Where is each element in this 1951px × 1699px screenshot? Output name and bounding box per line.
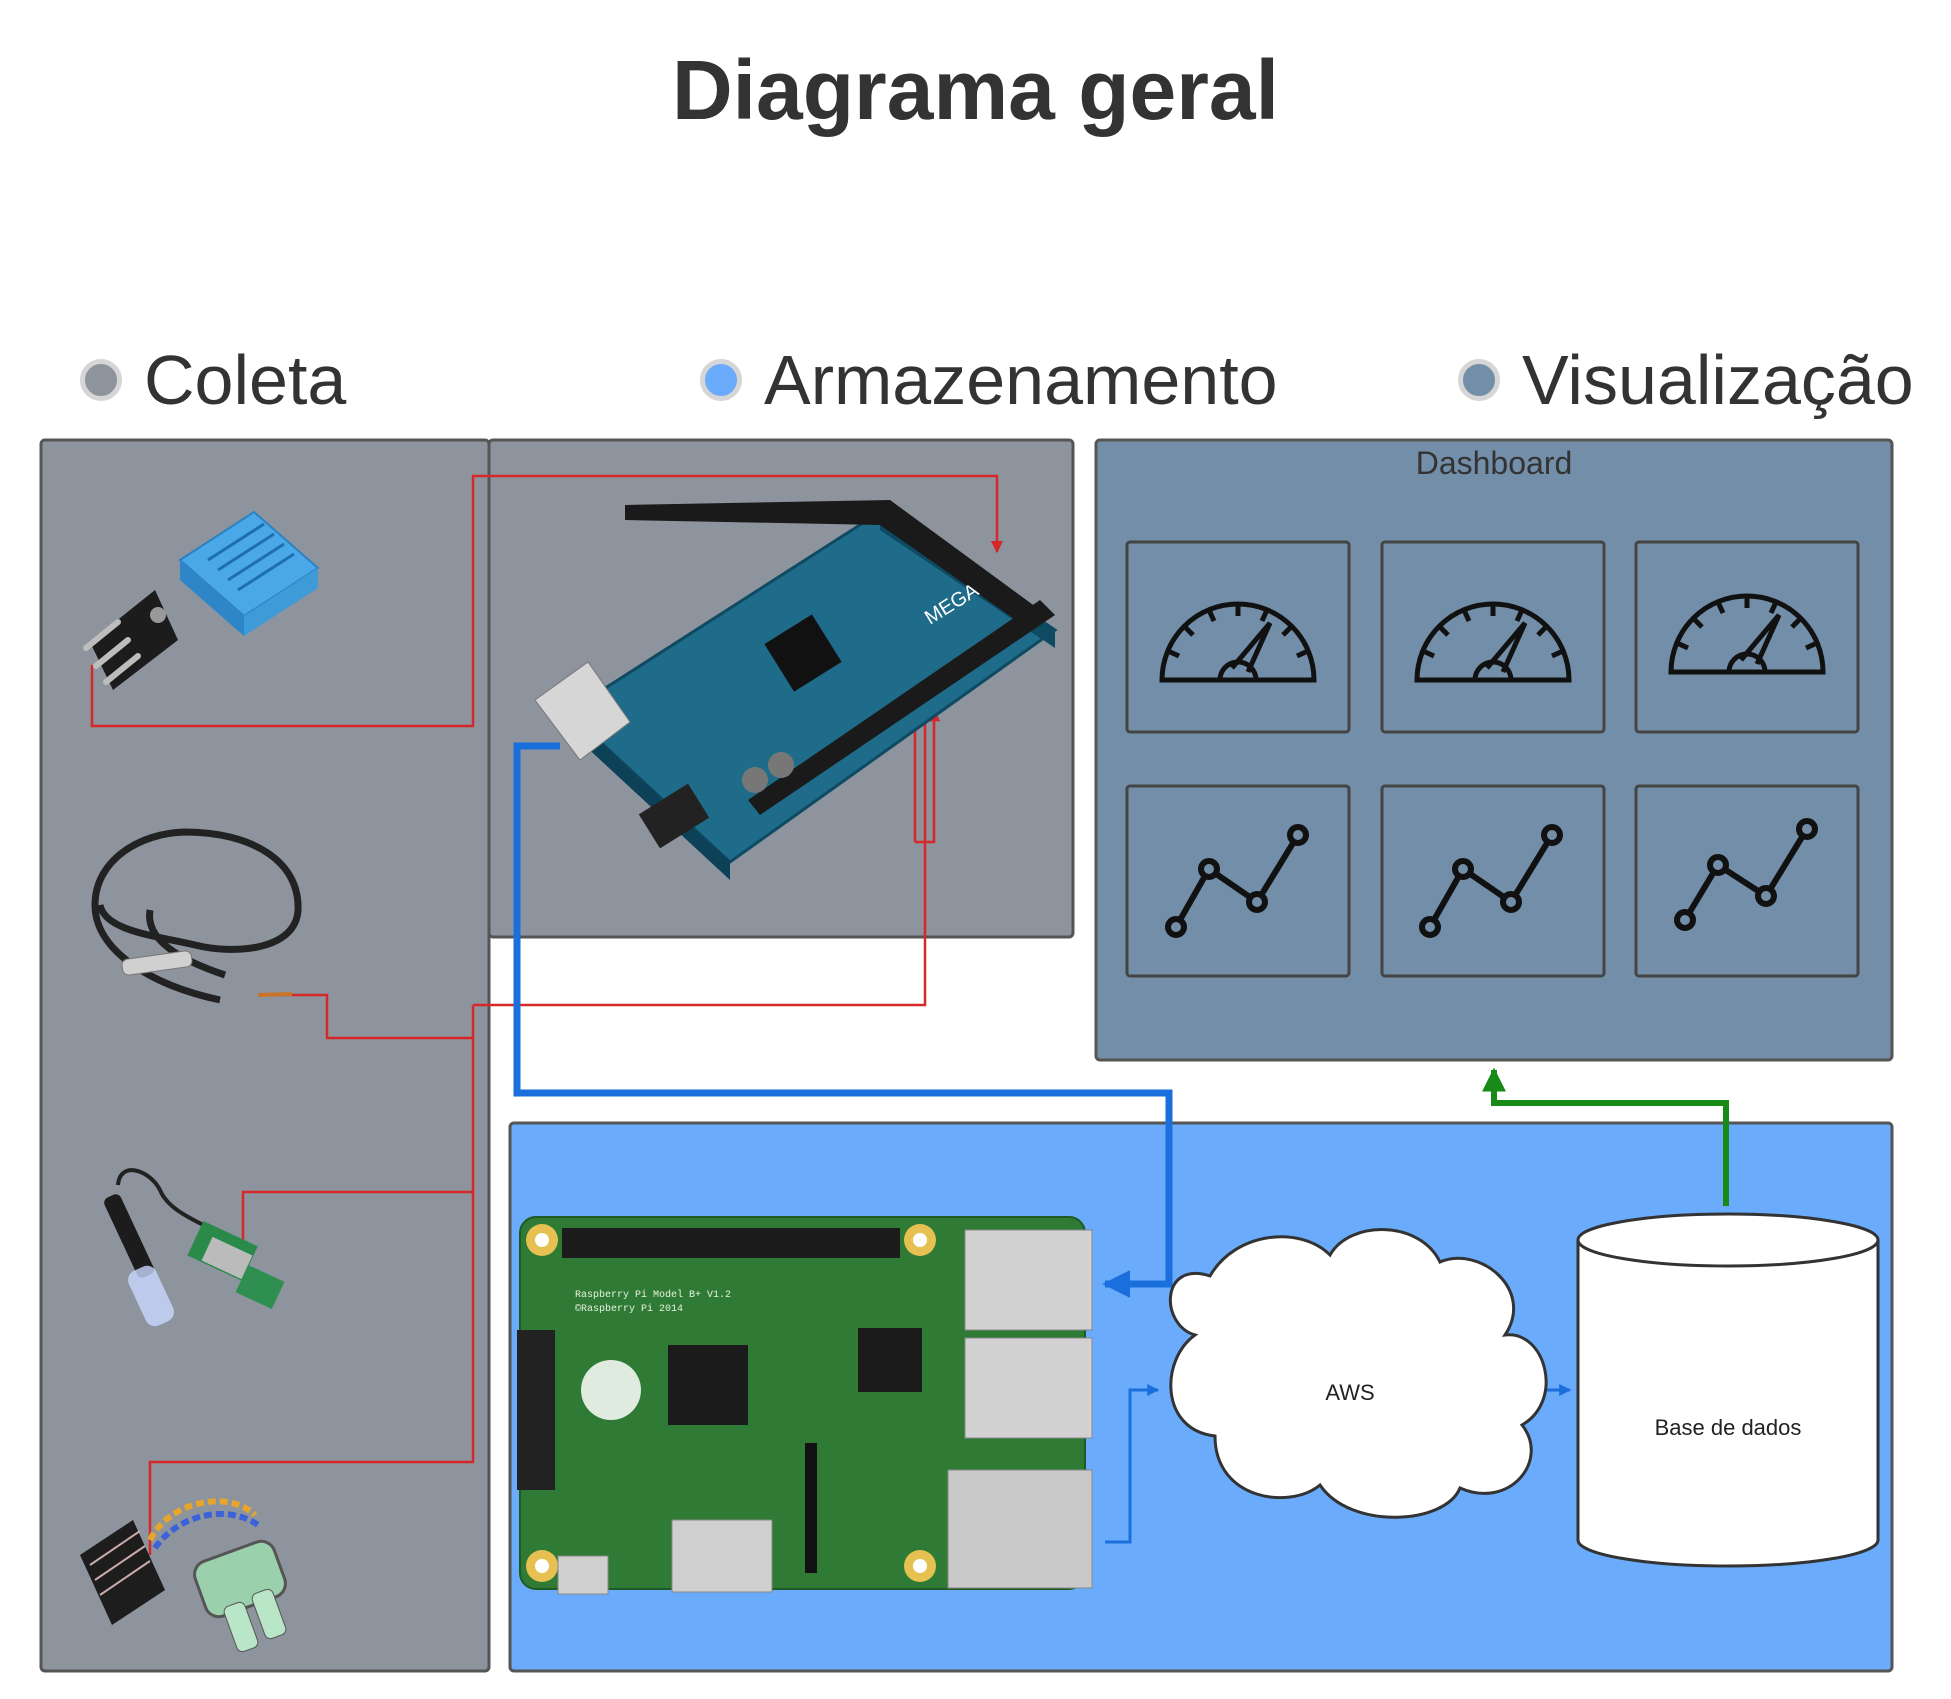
visualizacao-panel <box>1094 438 1894 1062</box>
widget-gauge-3 <box>1634 540 1860 734</box>
dht11-humidity-sensor <box>83 510 320 690</box>
gauge-icon <box>1159 601 1317 683</box>
widget-gauge-2 <box>1380 540 1606 734</box>
aws-cloud-icon <box>1168 1228 1548 1519</box>
gauge-icon <box>1414 601 1572 683</box>
line-chart-icon <box>1674 818 1818 931</box>
legend-visualizacao-label: Visualização <box>1522 341 1914 419</box>
legend-armazenamento: Armazenamento <box>700 340 1278 420</box>
widget-chart-2 <box>1380 784 1606 978</box>
usb-cable <box>513 742 1173 1298</box>
raspberry-pi-board: Raspberry Pi Model B+ V1.2 ©Raspberry Pi… <box>517 1216 1093 1595</box>
ds18b20-temperature-probe <box>91 828 302 1004</box>
legend-visualizacao: Visualização <box>1458 340 1914 420</box>
gauge-icon <box>1668 593 1826 675</box>
ethernet-link <box>1105 1384 1160 1544</box>
sensor-wires <box>90 474 1004 1555</box>
raspberry-board-label: Raspberry Pi Model B+ V1.2 <box>575 1289 731 1301</box>
ph-probe-sensor <box>104 1168 285 1327</box>
dashboard-widgets <box>1125 540 1860 978</box>
widget-chart-1 <box>1125 784 1351 978</box>
diagram-title: Diagrama geral <box>672 43 1279 137</box>
legend-coleta: Coleta <box>80 340 346 420</box>
db-to-dashboard-link <box>1482 1067 1729 1206</box>
coleta-panel <box>39 438 491 1673</box>
line-chart-icon <box>1165 824 1309 938</box>
widget-chart-3 <box>1634 784 1860 978</box>
widget-gauge-1 <box>1125 540 1351 734</box>
arduino-mega-board: MEGA <box>534 500 1058 880</box>
database-label: Base de dados <box>1654 1415 1802 1440</box>
raspberry-copyright-label: ©Raspberry Pi 2014 <box>575 1303 683 1315</box>
legend-coleta-label: Coleta <box>144 341 347 419</box>
probe-tip <box>121 950 193 976</box>
armazenamento-dot-icon <box>700 359 742 401</box>
line-chart-icon <box>1419 824 1563 938</box>
visualizacao-dot-icon <box>1458 359 1500 401</box>
legend-armazenamento-label: Armazenamento <box>764 341 1278 419</box>
database-cylinder-icon <box>1576 1212 1880 1568</box>
turbidity-sensor <box>80 1498 287 1653</box>
coleta-dot-icon <box>80 359 122 401</box>
dashboard-label: Dashboard <box>1415 445 1573 481</box>
aws-label: AWS <box>1325 1380 1375 1405</box>
